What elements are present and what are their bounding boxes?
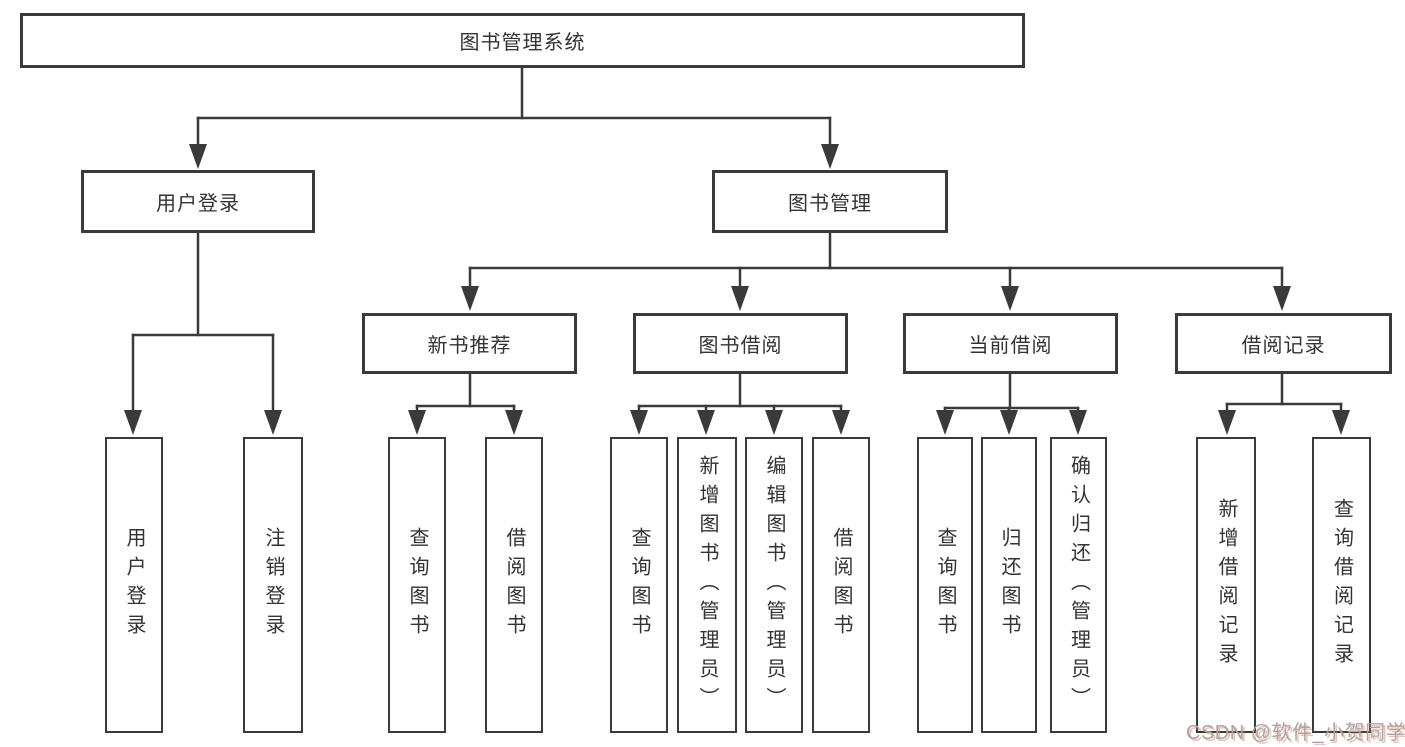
leaf-query-books-current: 查询图书 [917,437,973,733]
leaf-user-login: 用户登录 [105,437,163,733]
node-book-borrow-label: 图书借阅 [698,335,783,357]
leaf-add-borrow-record: 新增借阅记录 [1196,437,1256,733]
connector-book-borrow-children [637,372,843,418]
connector-current-borrow-children [943,372,1080,418]
leaf-query-books-borrow-label: 查询图书 [628,527,650,643]
connector-root-to-level2 [196,66,832,152]
leaf-borrow-books: 借阅图书 [812,437,870,733]
csdn-watermark: CSDN @软件_小贺同学 [1186,722,1405,744]
node-new-book-recommend: 新书推荐 [362,313,577,374]
leaf-confirm-return-admin: 确认归还（管理员） [1050,437,1107,733]
leaf-query-borrow-record: 查询借阅记录 [1312,437,1371,733]
leaf-borrow-books-recommend-label: 借阅图书 [503,527,525,643]
node-user-login-label: 用户登录 [156,193,240,215]
node-user-login: 用户登录 [81,170,315,233]
leaf-return-books-label: 归还图书 [998,527,1020,643]
leaf-query-borrow-record-label: 查询借阅记录 [1330,498,1353,672]
node-current-borrow: 当前借阅 [903,313,1118,374]
leaf-logout-label: 注销登录 [262,527,284,643]
node-new-book-recommend-label: 新书推荐 [427,335,512,357]
leaf-confirm-return-admin-label: 确认归还（管理员） [1067,454,1090,716]
node-root-label: 图书管理系统 [459,32,586,54]
node-book-borrow: 图书借阅 [633,313,848,374]
leaf-add-books-admin-label: 新增图书（管理员） [696,454,718,716]
leaf-add-borrow-record-label: 新增借阅记录 [1215,498,1237,672]
leaf-borrow-books-label: 借阅图书 [830,527,852,643]
leaf-query-books-recommend-label: 查询图书 [406,527,428,643]
connector-user-login-children [131,231,275,418]
leaf-edit-books-admin-label: 编辑图书（管理员） [763,454,785,716]
node-borrow-records: 借阅记录 [1175,313,1392,374]
leaf-query-books-recommend: 查询图书 [388,437,446,733]
connector-book-management-children [468,231,1284,294]
leaf-user-login-label: 用户登录 [123,527,145,643]
leaf-edit-books-admin: 编辑图书（管理员） [745,437,803,733]
node-book-management-label: 图书管理 [788,193,872,215]
leaf-return-books: 归还图书 [981,437,1037,733]
leaf-borrow-books-recommend: 借阅图书 [485,437,543,733]
leaf-add-books-admin: 新增图书（管理员） [677,437,737,733]
node-borrow-records-label: 借阅记录 [1241,335,1326,357]
connector-new-book-children [415,372,516,418]
node-current-borrow-label: 当前借阅 [968,335,1053,357]
leaf-logout: 注销登录 [243,437,303,733]
node-root: 图书管理系统 [20,13,1025,68]
leaf-query-books-borrow: 查询图书 [610,437,668,733]
leaf-query-books-current-label: 查询图书 [934,527,956,643]
node-book-management: 图书管理 [712,170,948,233]
connector-borrow-records-children [1225,372,1343,418]
